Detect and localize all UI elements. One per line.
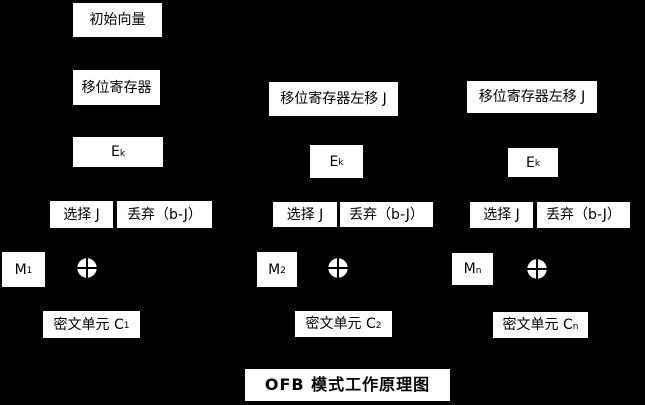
diagram-title: OFB 模式工作原理图: [245, 369, 450, 401]
discard-box-1: 丢弃（b-J）: [117, 201, 212, 228]
select-j-box-3: 选择 J: [470, 202, 533, 228]
c1-label: 密文单元 C: [53, 316, 124, 333]
m2-subscript: 2: [280, 266, 286, 276]
shift-register-box-2: 移位寄存器左移 J: [269, 82, 398, 116]
discard-box-2: 丢弃（b-J）: [340, 202, 433, 227]
xor-icon-3: [527, 259, 547, 279]
c1-subscript: 1: [123, 321, 130, 331]
m1-label: M: [14, 261, 27, 278]
shift-register-box-3: 移位寄存器左移 J: [467, 81, 597, 113]
c2-subscript: 2: [375, 320, 382, 331]
m1-subscript: 1: [26, 266, 33, 276]
mn-subscript: n: [475, 265, 482, 276]
xor-icon-2: [328, 258, 348, 278]
select-j-box-2: 选择 J: [273, 202, 337, 227]
xor-icon-1: [77, 258, 97, 278]
c2-label: 密文单元 C: [305, 316, 376, 332]
ek-subscript-1: k: [119, 148, 126, 159]
ek-label-1: E: [110, 144, 120, 160]
ek-label-3: E: [525, 154, 535, 171]
m2-label: M: [268, 261, 281, 278]
cn-subscript: n: [572, 321, 579, 332]
discard-box-3: 丢弃（b-J）: [537, 202, 630, 228]
ek-subscript-3: k: [534, 159, 541, 169]
select-j-box-1: 选择 J: [50, 201, 113, 228]
ek-label-2: E: [329, 153, 339, 170]
mn-label: M: [463, 261, 476, 277]
init-vector-box: 初始向量: [73, 3, 162, 37]
cn-label: 密文单元 C: [502, 317, 573, 333]
shift-register-box-1: 移位寄存器: [73, 70, 160, 105]
ek-subscript-2: k: [338, 158, 344, 168]
